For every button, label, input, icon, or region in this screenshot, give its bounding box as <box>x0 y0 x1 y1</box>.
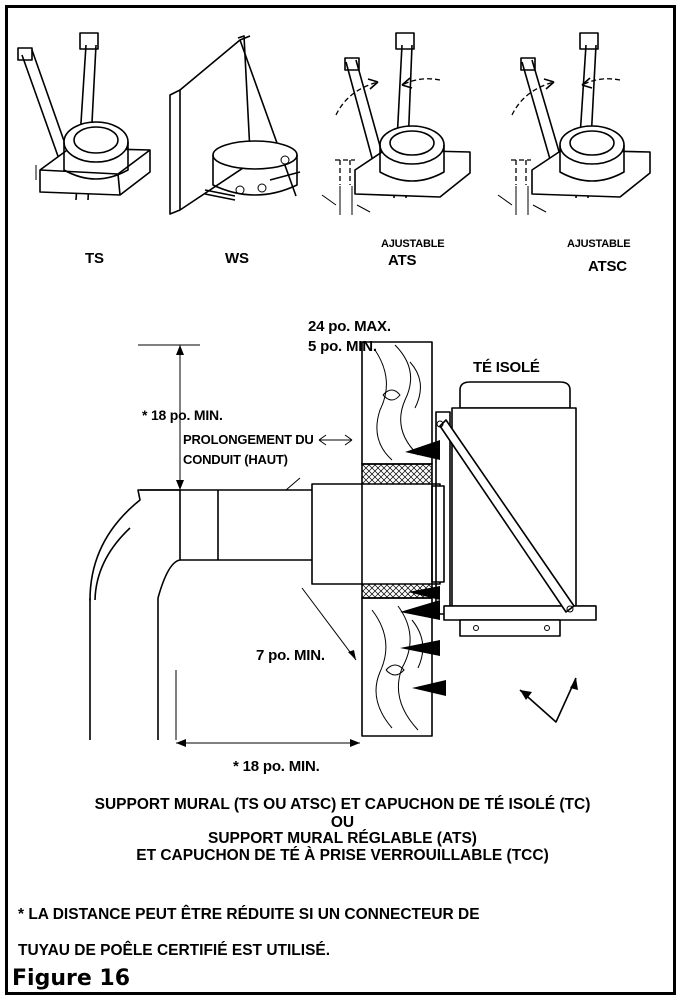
extension-label-line2: CONDUIT (HAUT) <box>183 452 288 467</box>
screw-fasteners <box>400 440 446 696</box>
support-label-atsc: ATSC <box>588 258 627 275</box>
wall-min-label: 5 po. MIN. <box>308 338 377 355</box>
ws-support-drawing <box>169 35 301 215</box>
support-label-ats: ATS <box>388 252 417 269</box>
caption-line-4: ET CAPUCHON DE TÉ À PRISE VERROUILLABLE … <box>136 847 549 864</box>
wall-max-label: 24 po. MAX. <box>308 318 391 335</box>
figure-title: Figure 16 <box>12 966 131 991</box>
insulated-tee-label: TÉ ISOLÉ <box>473 359 540 376</box>
atsc-support-drawing <box>497 32 651 215</box>
caption-line-1: SUPPORT MURAL (TS OU ATSC) ET CAPUCHON D… <box>94 796 591 813</box>
dimension-lines <box>138 344 578 747</box>
note-line-2: TUYAU DE POÊLE CERTIFIÉ EST UTILISÉ. <box>18 942 331 959</box>
support-prefix-ats: AJUSTABLE <box>381 238 445 250</box>
ts-support-drawing <box>17 32 151 201</box>
note-line-1: * LA DISTANCE PEUT ÊTRE RÉDUITE SI UN CO… <box>18 906 480 923</box>
extension-label-line1: PROLONGEMENT DU <box>183 432 314 447</box>
pipe-assembly <box>89 483 445 740</box>
support-label-ts: TS <box>85 250 104 267</box>
top-clearance-label: * 18 po. MIN. <box>142 407 223 423</box>
insulated-tee-drawing <box>435 381 597 637</box>
inner-clearance-label: 7 po. MIN. <box>256 647 325 664</box>
support-prefix-atsc: AJUSTABLE <box>567 238 631 250</box>
ats-support-drawing <box>321 32 471 215</box>
caption-line-3: SUPPORT MURAL RÉGLABLE (ATS) <box>208 830 477 847</box>
caption-line-2: OU <box>330 814 355 831</box>
support-label-ws: WS <box>225 250 249 267</box>
figure-frame <box>5 5 676 995</box>
horizontal-clearance-label: * 18 po. MIN. <box>233 758 320 775</box>
